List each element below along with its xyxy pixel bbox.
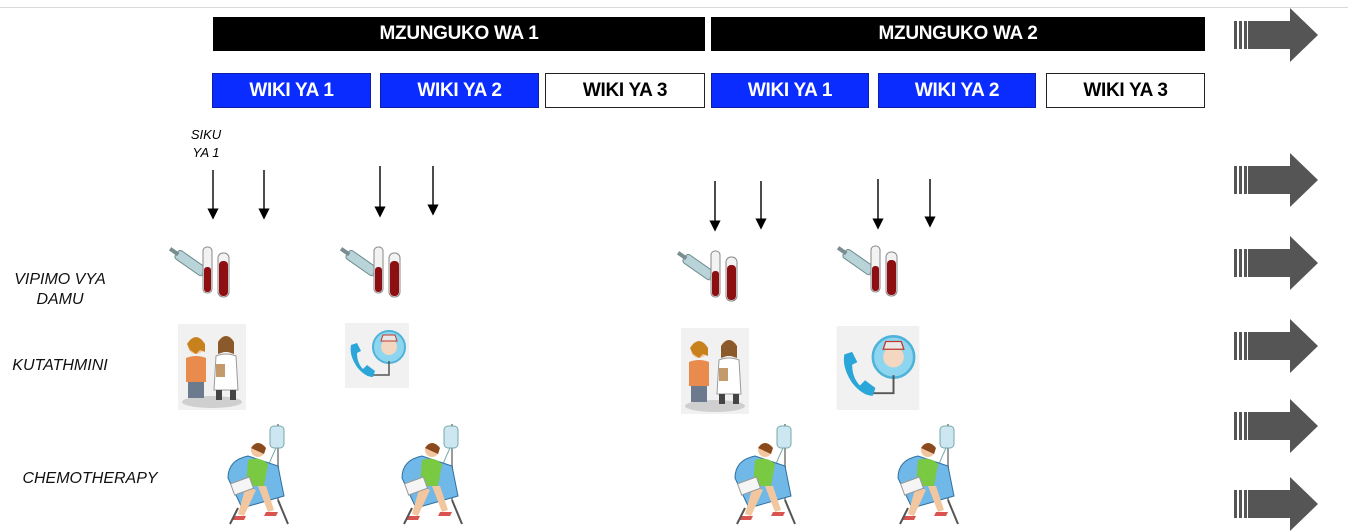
blood-test-tubes-icon (168, 246, 230, 298)
patient-infusion-icon (401, 424, 463, 525)
right-block-arrow (1234, 319, 1318, 373)
week-box-c1-w3: WIKI YA 3 (545, 73, 705, 108)
patient-infusion-icon (227, 424, 289, 525)
week-box-c1-w2: WIKI YA 2 (380, 73, 539, 108)
right-block-arrow (1234, 153, 1318, 207)
week-box-c2-w3: WIKI YA 3 (1046, 73, 1205, 108)
doctor-consultation-icon (681, 328, 749, 414)
right-block-arrow (1234, 399, 1318, 453)
day-marker-line1: SIKU (190, 127, 222, 142)
blood-tests-label-line2: DAMU (36, 291, 84, 308)
blood-test-tubes-icon (836, 245, 898, 297)
right-arrows-column (1234, 8, 1318, 531)
week-box-c2-w2: WIKI YA 2 (878, 73, 1036, 108)
doctor-consultation-icon (178, 324, 246, 410)
day-marker-line2: YA 1 (192, 145, 220, 160)
week-box-c2-w1: WIKI YA 1 (711, 73, 869, 108)
week-box-c1-w1: WIKI YA 1 (212, 73, 371, 108)
blood-test-tubes-icon (339, 246, 401, 298)
phone-call-doctor-icon (836, 326, 920, 410)
blood-tests-label-line1: VIPIMO VYA (14, 271, 106, 288)
phone-call-doctor-icon (345, 323, 409, 388)
cycle-2-bar: MZUNGUKO WA 2 (711, 17, 1205, 51)
right-block-arrow (1234, 236, 1318, 290)
cycle-1-bar: MZUNGUKO WA 1 (213, 17, 705, 51)
blood-test-tubes-icon (676, 250, 738, 302)
patient-infusion-icon (897, 424, 959, 525)
top-border-line (0, 7, 1348, 8)
row-label-chemotherapy: CHEMOTHERAPY (22, 470, 158, 487)
row-label-assessment: KUTATHMINI (12, 357, 108, 374)
right-block-arrow (1234, 8, 1318, 62)
down-arrows (207, 166, 936, 232)
row-label-blood-tests: VIPIMO VYA DAMU (5, 270, 115, 310)
right-block-arrow (1234, 477, 1318, 531)
day-1-marker-label: SIKU YA 1 (186, 126, 226, 162)
patient-infusion-icon (734, 424, 796, 525)
